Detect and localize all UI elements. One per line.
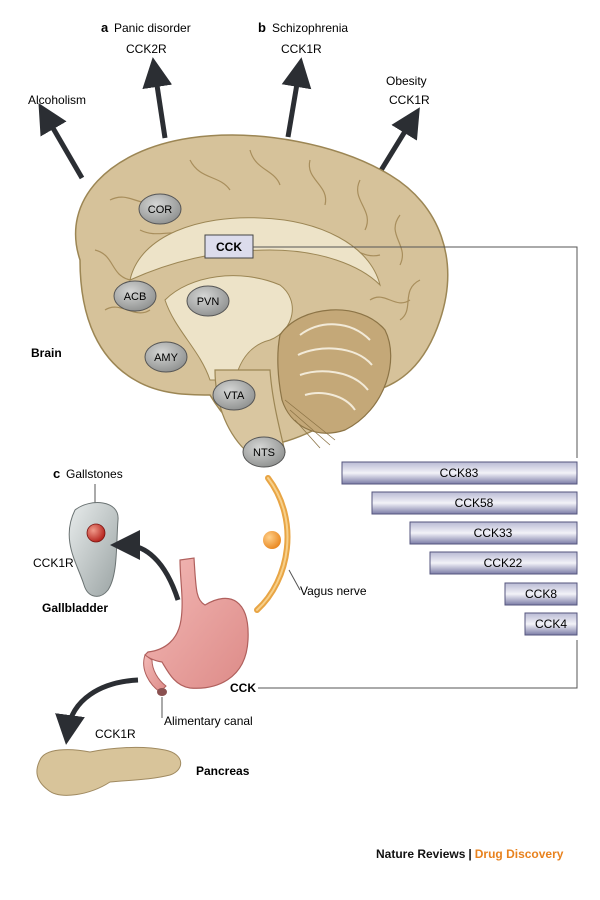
cck4-label: CCK4 [535, 617, 567, 631]
panic-disorder-receptor: CCK2R [126, 42, 167, 56]
obesity-receptor: CCK1R [389, 93, 430, 107]
panel-b-letter: b [258, 20, 266, 35]
region-nts-label: NTS [253, 447, 275, 459]
alimentary-canal-label: Alimentary canal [164, 714, 253, 728]
footer-journal: Nature Reviews [376, 847, 466, 861]
cck58-bar: CCK58 [371, 491, 578, 515]
cck22-label: CCK22 [484, 556, 523, 570]
schizophrenia-arrow [281, 57, 312, 138]
gallstones-label: Gallstones [66, 467, 123, 481]
cck33-bar: CCK33 [409, 521, 578, 545]
vagus-node [263, 531, 281, 549]
region-vta-label: VTA [224, 390, 245, 402]
cck58-label: CCK58 [455, 496, 494, 510]
arrow-to-gallbladder [110, 530, 181, 601]
panic-disorder-arrow [142, 57, 173, 139]
cck8-bar: CCK8 [504, 582, 578, 606]
cck-forms: CCK83 CCK58 CCK33 CCK22 CCK8 CCK4 [341, 461, 578, 636]
schizophrenia-receptor: CCK1R [281, 42, 322, 56]
brain-regions: COR ACB PVN AMY VTA NTS [113, 193, 286, 468]
pancreas-shape [36, 746, 182, 796]
footer-credit: Nature Reviews|Drug Discovery [376, 847, 563, 861]
region-cor-label: COR [148, 204, 173, 216]
cck4-bar: CCK4 [524, 612, 578, 636]
brain-label: Brain [31, 346, 62, 360]
panel-a-letter: a [101, 20, 109, 35]
cck83-bar: CCK83 [341, 461, 578, 485]
region-vta: VTA [212, 379, 256, 411]
alcoholism-arrow [38, 103, 85, 180]
vagus-nerve-label: Vagus nerve [300, 584, 367, 598]
brain-cck-label: CCK [216, 240, 242, 254]
gallbladder-receptor: CCK1R [33, 556, 74, 570]
cck83-label: CCK83 [440, 466, 479, 480]
arrow-to-pancreas [55, 677, 139, 745]
stomach-illustration [143, 557, 249, 696]
cck-bracket [253, 246, 578, 689]
region-pvn: PVN [186, 285, 230, 317]
gallbladder-shape [68, 502, 119, 597]
vagus-nerve-illustration [254, 475, 301, 613]
region-cor: COR [138, 193, 182, 225]
region-pvn-label: PVN [197, 296, 220, 308]
cck33-label: CCK33 [474, 526, 513, 540]
brain-cck-box: CCK [204, 234, 254, 259]
region-amy: AMY [144, 341, 188, 373]
panic-disorder-label: Panic disorder [114, 21, 191, 35]
footer-separator: | [468, 847, 472, 861]
gallbladder-label: Gallbladder [42, 601, 108, 615]
region-amy-label: AMY [154, 352, 179, 364]
gallstone-icon [86, 523, 106, 543]
pancreas-label: Pancreas [196, 764, 250, 778]
region-nts: NTS [242, 436, 286, 468]
gut-cck-label: CCK [230, 681, 256, 695]
region-acb: ACB [113, 280, 157, 312]
panel-c-letter: c [53, 466, 60, 481]
alimentary-canal-end [157, 688, 167, 696]
pancreas-receptor: CCK1R [95, 727, 136, 741]
region-acb-label: ACB [124, 291, 147, 303]
schizophrenia-label: Schizophrenia [272, 21, 348, 35]
cck22-bar: CCK22 [429, 551, 578, 575]
obesity-label: Obesity [386, 74, 427, 88]
alcoholism-label: Alcoholism [28, 93, 86, 107]
footer-subtitle: Drug Discovery [474, 847, 564, 861]
cck8-label: CCK8 [525, 587, 557, 601]
